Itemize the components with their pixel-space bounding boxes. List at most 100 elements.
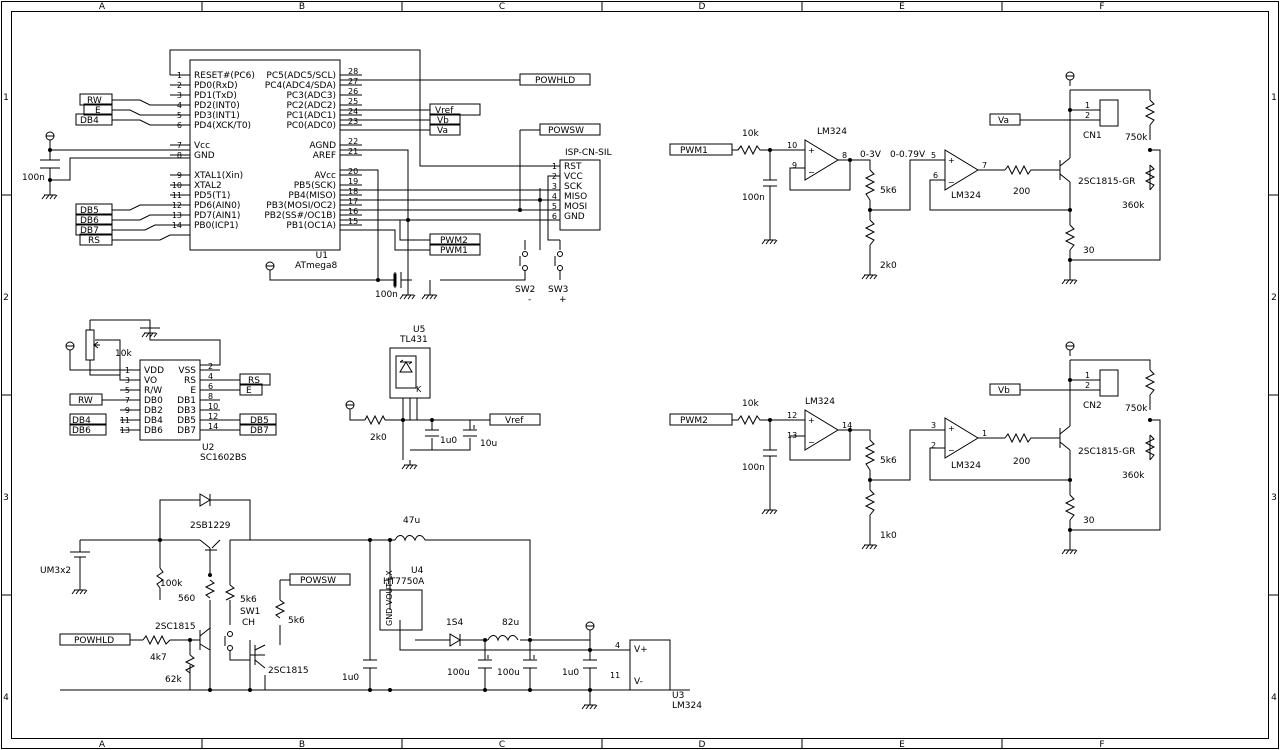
power-wiring xyxy=(60,499,690,691)
net-label-pwm1-ch: PWM1 xyxy=(680,146,708,156)
pin-number: 5 xyxy=(552,202,557,211)
isp-title: ISP-CN-SIL xyxy=(565,148,612,158)
net-label-vref-tl: Vref xyxy=(505,416,524,426)
pin-number: 22 xyxy=(348,137,358,146)
net-label-db7-lcd: DB7 xyxy=(250,426,269,436)
pot-wiper xyxy=(93,341,100,349)
l-82u-value: 82u xyxy=(502,618,519,628)
cn2-body xyxy=(1099,369,1119,397)
net-label-db7: DB7 xyxy=(80,226,99,236)
ch2-op1-pin-plus: 12 xyxy=(787,411,797,420)
column-labels-top: A B C D E F xyxy=(99,2,1105,12)
u3-pin4: 4 xyxy=(615,641,620,650)
net-label-rs-lcd: RS xyxy=(248,376,260,386)
cn1-pin2: 2 xyxy=(1085,111,1090,120)
tl431-wiring xyxy=(349,412,490,460)
pin-name: PB3(MOSI/OC2) xyxy=(266,201,336,211)
pin-number: 14 xyxy=(208,422,218,431)
ground-symbol xyxy=(421,289,438,300)
pin-number: 3 xyxy=(552,182,557,191)
pin-name: MISO xyxy=(564,192,587,202)
ground-symbol xyxy=(861,269,878,280)
mcu-junctions xyxy=(48,148,542,282)
net-label-e: E xyxy=(95,106,101,116)
ch2-r-fb1-value: 750k xyxy=(1125,404,1148,414)
pin-name: PC1(ADC1) xyxy=(286,111,336,121)
pin-name: VSS xyxy=(178,366,196,376)
ch2-r-div-top-symbol xyxy=(864,439,876,471)
u3-pin11: 11 xyxy=(610,671,620,680)
sw1-switch[interactable]: SW1 CH xyxy=(224,607,260,651)
ch1-r-fb1-symbol xyxy=(1144,99,1156,126)
ground-symbol xyxy=(1061,274,1078,285)
r-100k-value: 100k xyxy=(160,579,183,589)
pin-number: 4 xyxy=(552,192,557,201)
column-label: E xyxy=(899,2,905,12)
pin-number: 19 xyxy=(348,177,358,186)
ch2-r-emitter-symbol xyxy=(1064,494,1076,521)
ch1-r-base-value: 200 xyxy=(1013,187,1030,197)
ch1-op2-pin-out: 7 xyxy=(982,161,987,170)
r-560-value: 560 xyxy=(178,594,195,604)
vcc-symbol xyxy=(45,131,55,147)
pin-name: DB0 xyxy=(144,396,163,406)
pin-name: GND xyxy=(564,212,585,222)
pin-number: 15 xyxy=(348,217,358,226)
ch2-op2-pin-plus: 3 xyxy=(931,421,936,430)
row-label: 4 xyxy=(1271,693,1277,703)
r-tl-symbol xyxy=(364,414,386,426)
sw2-sign: - xyxy=(528,295,531,305)
ch1-op1-pin-plus: 10 xyxy=(787,141,797,150)
lcd-contrast-pot[interactable] xyxy=(85,329,95,361)
tl431-reference: K U5 TL431 xyxy=(389,325,431,420)
ch2-r-div-bot-symbol xyxy=(864,489,876,516)
sw3-switch[interactable]: SW3 + xyxy=(548,251,568,306)
r-4k7-value: 4k7 xyxy=(150,653,167,663)
u5-part: TL431 xyxy=(399,335,428,345)
r-5k6b-symbol xyxy=(274,599,286,619)
pin-number: 3 xyxy=(177,91,182,100)
cn1-pin1: 1 xyxy=(1085,101,1090,110)
ch2-r-div-bot-value: 1k0 xyxy=(880,531,897,541)
sw3-sign: + xyxy=(559,295,567,305)
r-4k7-symbol xyxy=(142,634,171,646)
pin-number: 2 xyxy=(208,362,213,371)
pin-name: PC2(ADC2) xyxy=(286,101,336,111)
ch2-r-emitter-value: 30 xyxy=(1083,516,1095,526)
ground-symbol xyxy=(399,289,416,300)
row-label: 1 xyxy=(1271,93,1277,103)
pin-name: PD5(T1) xyxy=(194,191,230,201)
sw2-label: SW2 xyxy=(515,285,535,295)
ch1-r-fb1-value: 750k xyxy=(1125,133,1148,143)
pin-name: PD0(RxD) xyxy=(194,81,238,91)
ch1-r-emitter-symbol xyxy=(1064,224,1076,251)
pin-name: PD2(INT0) xyxy=(194,101,240,111)
u5-ref: U5 xyxy=(413,325,425,335)
net-label-rs: RS xyxy=(88,236,100,246)
cn1-label: CN1 xyxy=(1083,131,1102,141)
pin-name: PC5(ADC5/SCL) xyxy=(266,71,336,81)
pin-name: PD1(TxD) xyxy=(194,91,237,101)
net-label-rw-lcd: RW xyxy=(78,396,93,406)
ch2-op2-pin-minus: 2 xyxy=(931,441,936,450)
r-5k6a-symbol xyxy=(224,584,236,601)
pin-name: RS xyxy=(184,376,196,386)
pin-number: 9 xyxy=(125,406,130,415)
ch1-r-base-symbol xyxy=(1004,164,1060,176)
pin-number: 24 xyxy=(348,107,358,116)
mcu-right-pins: 28PC5(ADC5/SCL)27PC4(ADC4/SDA)26PC3(ADC3… xyxy=(264,67,362,231)
net-label-db6-lcd: DB6 xyxy=(72,426,91,436)
u4-part: HT7750A xyxy=(383,577,425,587)
pin-number: 28 xyxy=(348,67,358,76)
ch1-op1-pin-minus: 9 xyxy=(792,161,797,170)
ch1-v-range2: 0-0.79V xyxy=(890,150,926,160)
pin-number: 2 xyxy=(552,172,557,181)
channel-1: PWM1 10k 100n +− LM324 10 9 8 0-3V 0-0.7… xyxy=(669,71,1161,285)
ch1-opamp2-symbol xyxy=(944,149,979,191)
sw2-switch[interactable]: SW2 - xyxy=(515,251,535,306)
channel-2: PWM2 10k 100n +− LM324 12 13 14 5k6 1k0 … xyxy=(669,341,1161,555)
ch2-op1-pin-out: 14 xyxy=(842,421,852,430)
